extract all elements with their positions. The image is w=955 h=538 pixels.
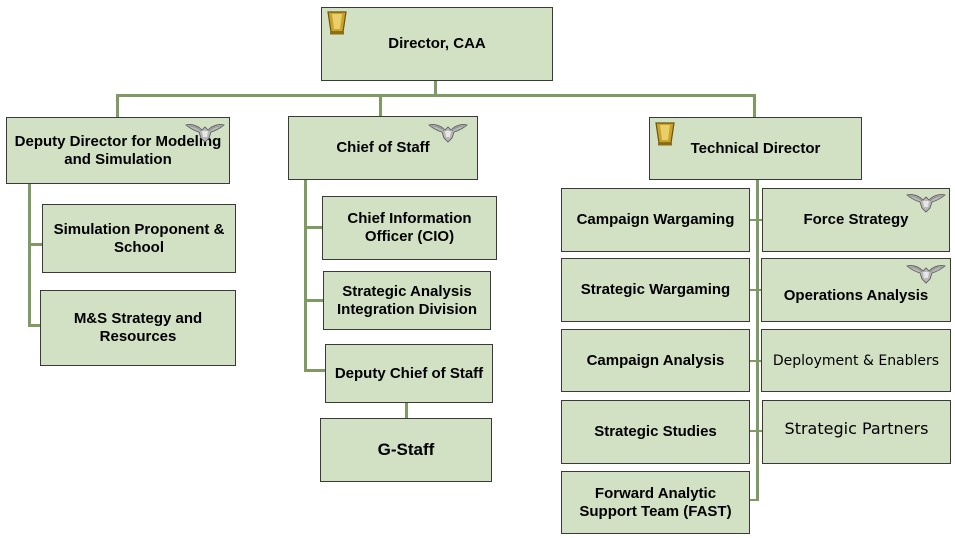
fast-box: Forward Analytic Support Team (FAST) <box>561 471 750 534</box>
connector-td-left-4 <box>749 430 757 432</box>
connector-cos-unit-2 <box>304 299 324 302</box>
civilian-ses-flag-icon <box>327 11 347 35</box>
operations-analysis-label: Operations Analysis <box>783 287 929 304</box>
connector-deputy-unit-2 <box>28 324 41 327</box>
colonel-eagle-icon <box>185 124 225 143</box>
chief-of-staff-box: Chief of Staff <box>288 116 478 180</box>
strategic-wargaming-label: Strategic Wargaming <box>580 281 731 298</box>
civilian-ses-flag-icon <box>655 122 675 146</box>
campaign-wargaming-box: Campaign Wargaming <box>561 188 750 252</box>
ms-strategy-label: M&S Strategy and Resources <box>73 310 203 345</box>
connector-td-left-3 <box>749 360 757 362</box>
connector-td-left-2 <box>749 289 757 291</box>
connector-director-down <box>434 81 437 96</box>
director-label: Director, CAA <box>388 35 486 52</box>
connector-cos-spine <box>304 179 307 371</box>
deputy-director-label: Deputy Director for Modeling and Simulat… <box>14 132 222 168</box>
connector-cos-unit-1 <box>304 226 323 229</box>
force-strategy-label: Force Strategy <box>803 211 909 228</box>
campaign-wargaming-label: Campaign Wargaming <box>576 211 735 228</box>
colonel-eagle-icon <box>906 194 946 213</box>
strategic-analysis-integration-label: Strategic Analysis Integration Division <box>336 282 477 318</box>
connector-to-td <box>753 94 756 118</box>
ms-strategy-box: M&S Strategy and Resources <box>40 290 236 366</box>
technical-director-box: Technical Director <box>649 117 862 180</box>
colonel-eagle-icon <box>428 124 468 143</box>
simulation-proponent-box: Simulation Proponent & School <box>42 204 236 273</box>
fast-label: Forward Analytic Support Team (FAST) <box>579 484 732 520</box>
connector-td-left-5 <box>749 499 757 501</box>
deputy-chief-of-staff-label: Deputy Chief of Staff <box>334 364 484 382</box>
strategic-studies-box: Strategic Studies <box>561 400 750 464</box>
g-staff-box: G-Staff <box>320 418 492 482</box>
connector-cos-unit-3 <box>304 369 326 372</box>
connector-deputy-unit-1 <box>28 243 43 246</box>
connector-gstaff <box>405 402 408 419</box>
connector-top-horizontal <box>117 94 756 97</box>
technical-director-label: Technical Director <box>690 139 821 157</box>
deputy-chief-of-staff-box: Deputy Chief of Staff <box>325 344 493 403</box>
connector-td-right-3 <box>758 360 762 362</box>
simulation-proponent-label: Simulation Proponent & School <box>53 220 225 256</box>
strategic-partners-box: Strategic Partners <box>762 400 951 464</box>
connector-to-cos <box>379 94 382 117</box>
director-box: Director, CAA <box>321 7 553 81</box>
strategic-partners-label: Strategic Partners <box>784 419 929 438</box>
chief-of-staff-label: Chief of Staff <box>336 139 430 156</box>
connector-td-spine <box>756 179 759 501</box>
connector-td-right-4 <box>758 430 763 432</box>
strategic-analysis-integration-box: Strategic Analysis Integration Division <box>323 271 491 330</box>
colonel-eagle-icon <box>906 265 946 284</box>
strategic-studies-label: Strategic Studies <box>594 423 717 440</box>
connector-td-right-2 <box>758 289 762 291</box>
deployment-enablers-label: Deployment & Enablers <box>772 352 940 369</box>
campaign-analysis-box: Campaign Analysis <box>561 329 750 392</box>
connector-to-deputy <box>116 94 119 118</box>
connector-td-left-1 <box>749 219 757 221</box>
cio-box: Chief Information Officer (CIO) <box>322 196 497 260</box>
deployment-enablers-box: Deployment & Enablers <box>761 329 951 392</box>
campaign-analysis-label: Campaign Analysis <box>586 351 725 369</box>
strategic-wargaming-box: Strategic Wargaming <box>561 258 750 322</box>
connector-td-right-1 <box>758 219 763 221</box>
g-staff-label: G-Staff <box>377 440 435 459</box>
connector-deputy-spine <box>28 183 31 327</box>
cio-label: Chief Information Officer (CIO) <box>347 210 472 245</box>
